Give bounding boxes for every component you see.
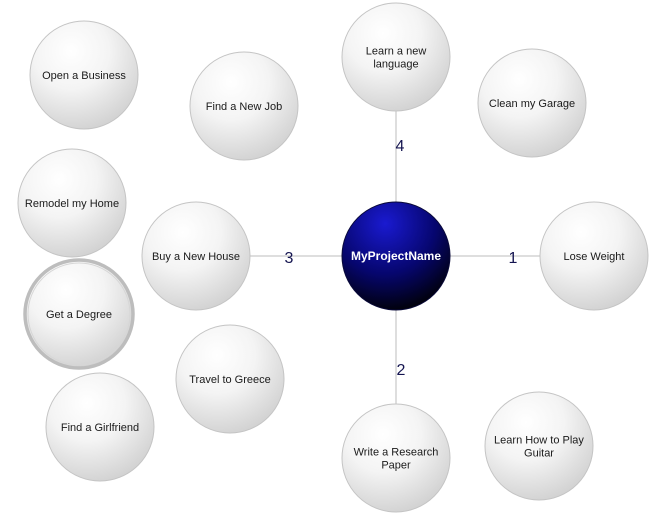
node-label: Buy a New House (152, 251, 240, 263)
node-label: Learn a new (366, 46, 427, 58)
node-bubble[interactable] (539, 201, 649, 311)
node-label: Find a New Job (206, 101, 282, 113)
node-remodel-home[interactable]: Remodel my Home (17, 148, 127, 258)
center-bubble[interactable] (341, 201, 451, 311)
node-bubble[interactable] (484, 391, 594, 501)
node-bubble[interactable] (175, 324, 285, 434)
node-bubble[interactable] (477, 48, 587, 158)
node-label: Learn How to Play (494, 435, 584, 447)
node-label: Clean my Garage (489, 98, 575, 110)
center-label: MyProjectName (351, 249, 441, 263)
node-label: language (373, 59, 418, 71)
node-bubble[interactable] (189, 51, 299, 161)
node-bubble[interactable] (45, 372, 155, 482)
node-travel-greece[interactable]: Travel to Greece (175, 324, 285, 434)
node-label: Paper (381, 460, 411, 472)
node-bubble[interactable] (341, 2, 451, 112)
node-get-degree[interactable]: Get a Degree (23, 258, 135, 370)
node-lose-weight[interactable]: Lose Weight (539, 201, 649, 311)
node-open-business[interactable]: Open a Business (29, 20, 139, 130)
priority-label-buy-new-house: 3 (285, 250, 294, 267)
node-clean-garage[interactable]: Clean my Garage (477, 48, 587, 158)
center-node[interactable]: MyProjectName (341, 201, 451, 311)
node-bubble[interactable] (17, 148, 127, 258)
node-bubble[interactable] (29, 20, 139, 130)
priority-label-learn-new-language: 4 (396, 138, 405, 155)
node-label: Lose Weight (564, 251, 625, 263)
node-label: Open a Business (42, 70, 126, 82)
priority-label-lose-weight: 1 (509, 250, 518, 267)
node-label: Write a Research (354, 447, 439, 459)
node-bubble-selected[interactable] (23, 258, 135, 370)
node-find-girlfriend[interactable]: Find a Girlfriend (45, 372, 155, 482)
priority-label-write-research-paper: 2 (397, 362, 406, 379)
node-label: Get a Degree (46, 309, 112, 321)
node-label: Remodel my Home (25, 198, 119, 210)
node-buy-new-house[interactable]: Buy a New House (141, 201, 251, 311)
node-bubble[interactable] (141, 201, 251, 311)
node-find-new-job[interactable]: Find a New Job (189, 51, 299, 161)
node-label: Travel to Greece (189, 374, 271, 386)
node-bubble[interactable] (341, 403, 451, 513)
node-label: Find a Girlfriend (61, 422, 139, 434)
node-label: Guitar (524, 448, 554, 460)
node-selection-ring (27, 262, 131, 366)
